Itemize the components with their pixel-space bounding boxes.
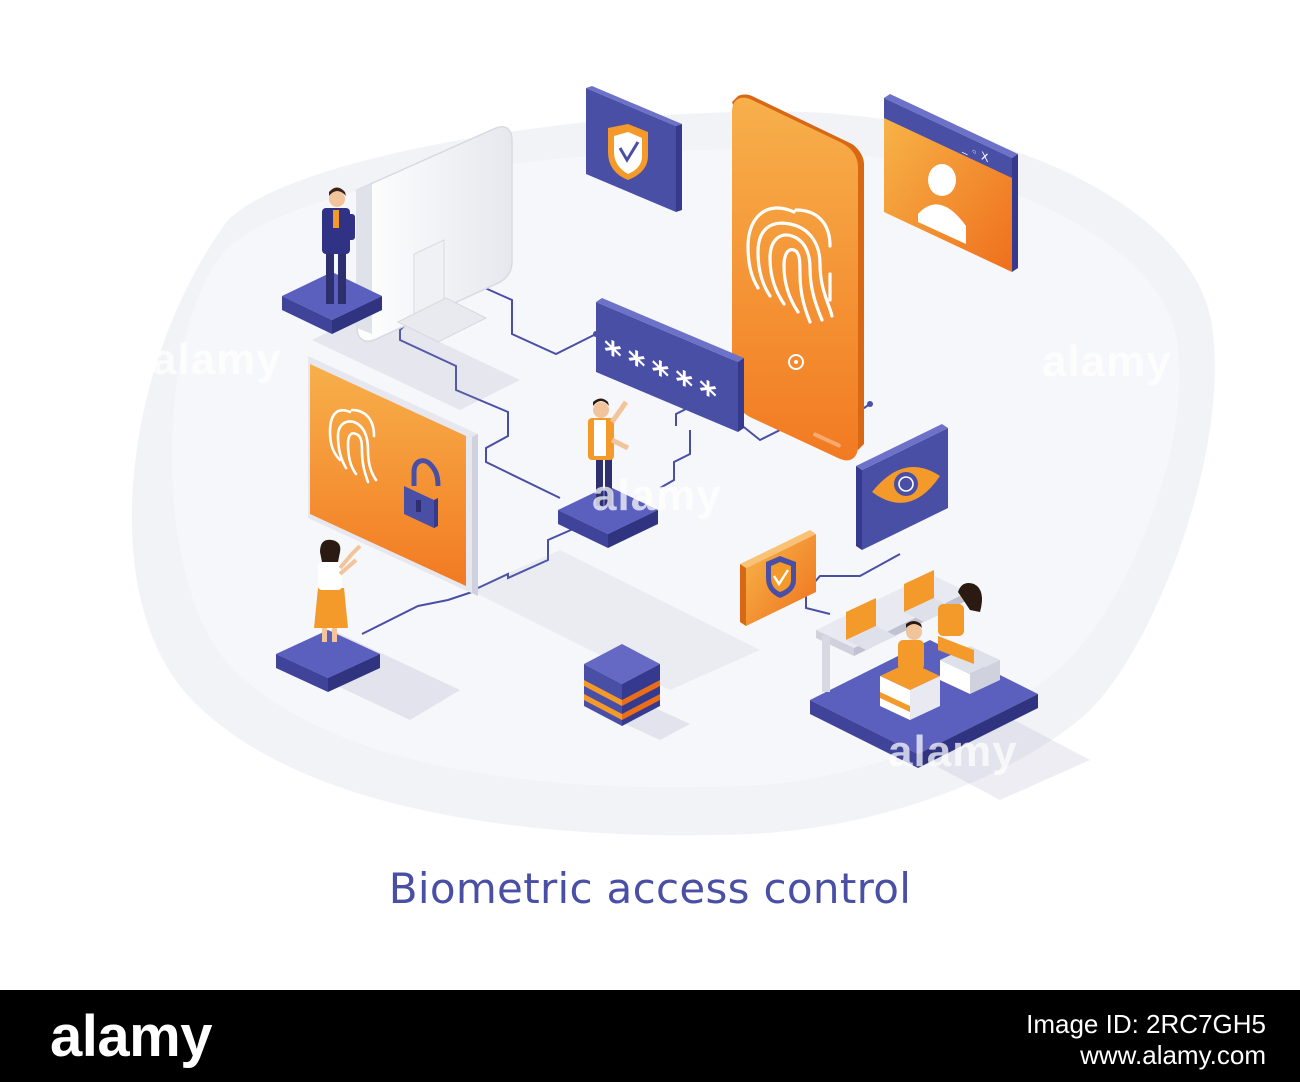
illustration-title: Biometric access control: [388, 864, 912, 913]
footer-bar: alamy Image ID: 2RC7GH5 www.alamy.com: [0, 990, 1300, 1082]
shield-card-small: [740, 530, 816, 626]
illustration: ***** _ ◦ X: [131, 86, 1215, 836]
eye-card: [856, 424, 948, 550]
fingerprint-icon: [746, 206, 834, 324]
eye-scan-icon: [872, 467, 940, 503]
watermark-right: alamy: [1042, 337, 1172, 386]
server-stack: [584, 644, 660, 726]
user-window: _ ◦ X: [884, 94, 1018, 272]
shield-check-icon: [608, 124, 648, 180]
watermark-bottom: alamy: [888, 727, 1018, 776]
user-icon: [918, 164, 966, 244]
platform-man-center: [558, 398, 658, 548]
monitor: [356, 126, 513, 343]
fingerprint-icon-small: [328, 408, 378, 484]
password-bar: *****: [596, 298, 744, 432]
platform-woman: [276, 539, 380, 692]
website-link[interactable]: www.alamy.com: [1080, 1039, 1266, 1070]
tablet-left: [308, 356, 478, 596]
desk-scene: [810, 570, 1038, 768]
shield-check-icon-small: [766, 556, 796, 598]
watermark-left: alamy: [152, 335, 282, 384]
shield-card: [586, 86, 682, 212]
brand-logo[interactable]: alamy: [50, 1004, 212, 1069]
image-id-label: Image ID: 2RC7GH5: [1026, 1009, 1266, 1039]
watermark-center: alamy: [592, 471, 722, 520]
padlock-icon: [404, 458, 441, 528]
footer-meta: Image ID: 2RC7GH5 www.alamy.com: [1026, 1009, 1266, 1070]
phone: [732, 94, 864, 461]
platform-man-top: [282, 187, 382, 334]
